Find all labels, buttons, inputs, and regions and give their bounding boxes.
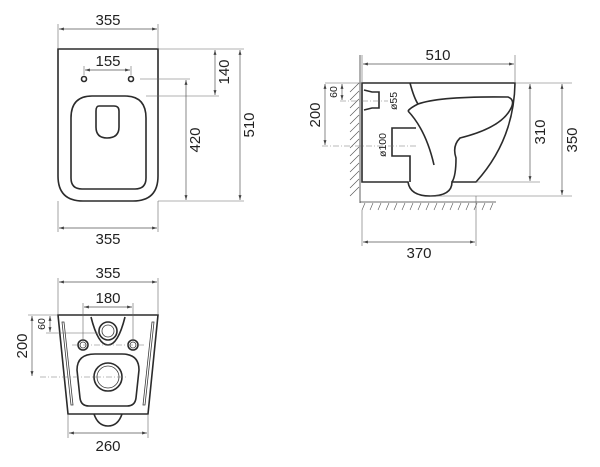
bottom-view: 355 180 60 200 260 — [14, 265, 159, 455]
dim-overall-height: 350 — [564, 127, 581, 152]
bottom-view-outline — [57, 314, 159, 415]
dim-top-width: 355 — [95, 12, 120, 29]
dim-bolt-spacing: 180 — [95, 290, 120, 307]
dim-bottom-inlet-offset: 60 — [36, 318, 48, 330]
inlet-diameter-label: ø55 — [388, 92, 400, 110]
floor-hatching — [361, 202, 494, 211]
outlet-pipe — [391, 127, 416, 182]
hinge-hole-right — [127, 75, 135, 83]
dim-bottom-width-260: 260 — [95, 438, 120, 455]
dim-bottom-outlet-offset: 200 — [14, 333, 31, 358]
outlet-diameter-label: ø100 — [377, 133, 389, 157]
wall-hatching — [349, 82, 360, 197]
top-view: 355 155 140 420 510 355 — [57, 12, 258, 248]
front-foot — [93, 413, 123, 427]
lid-opening — [95, 105, 120, 139]
dim-inlet-offset: 60 — [328, 86, 340, 98]
inlet-ring-inner — [101, 324, 115, 338]
bottom-inner-bowl — [76, 353, 140, 407]
bowl-inner-curve — [409, 82, 514, 183]
hinge-hole-left — [80, 75, 88, 83]
inlet-ring-outer — [98, 321, 118, 341]
side-view: 510 60 200 ø55 ø100 310 350 370 — [307, 47, 581, 262]
dim-overall-length: 510 — [241, 112, 258, 137]
inlet-pipe — [363, 89, 380, 111]
trapway-curve — [407, 110, 435, 166]
trapway-front — [407, 103, 419, 112]
dim-outlet-height: 200 — [307, 102, 324, 127]
dim-hinge-to-seat: 140 — [216, 59, 233, 84]
right-slot — [142, 321, 155, 406]
dim-bottom-width: 355 — [95, 231, 120, 248]
dim-hinge-spacing: 155 — [95, 53, 120, 70]
top-view-outline — [57, 48, 159, 202]
left-slot — [61, 321, 74, 406]
dim-wall-to-bowl: 370 — [406, 245, 431, 262]
dim-side-length: 510 — [425, 47, 450, 64]
side-profile-outline — [361, 82, 516, 197]
dim-bowl-height: 310 — [532, 119, 549, 144]
dim-hinge-to-front: 420 — [187, 127, 204, 152]
seat-outline — [70, 95, 147, 190]
dim-bottom-overall-width: 355 — [95, 265, 120, 282]
